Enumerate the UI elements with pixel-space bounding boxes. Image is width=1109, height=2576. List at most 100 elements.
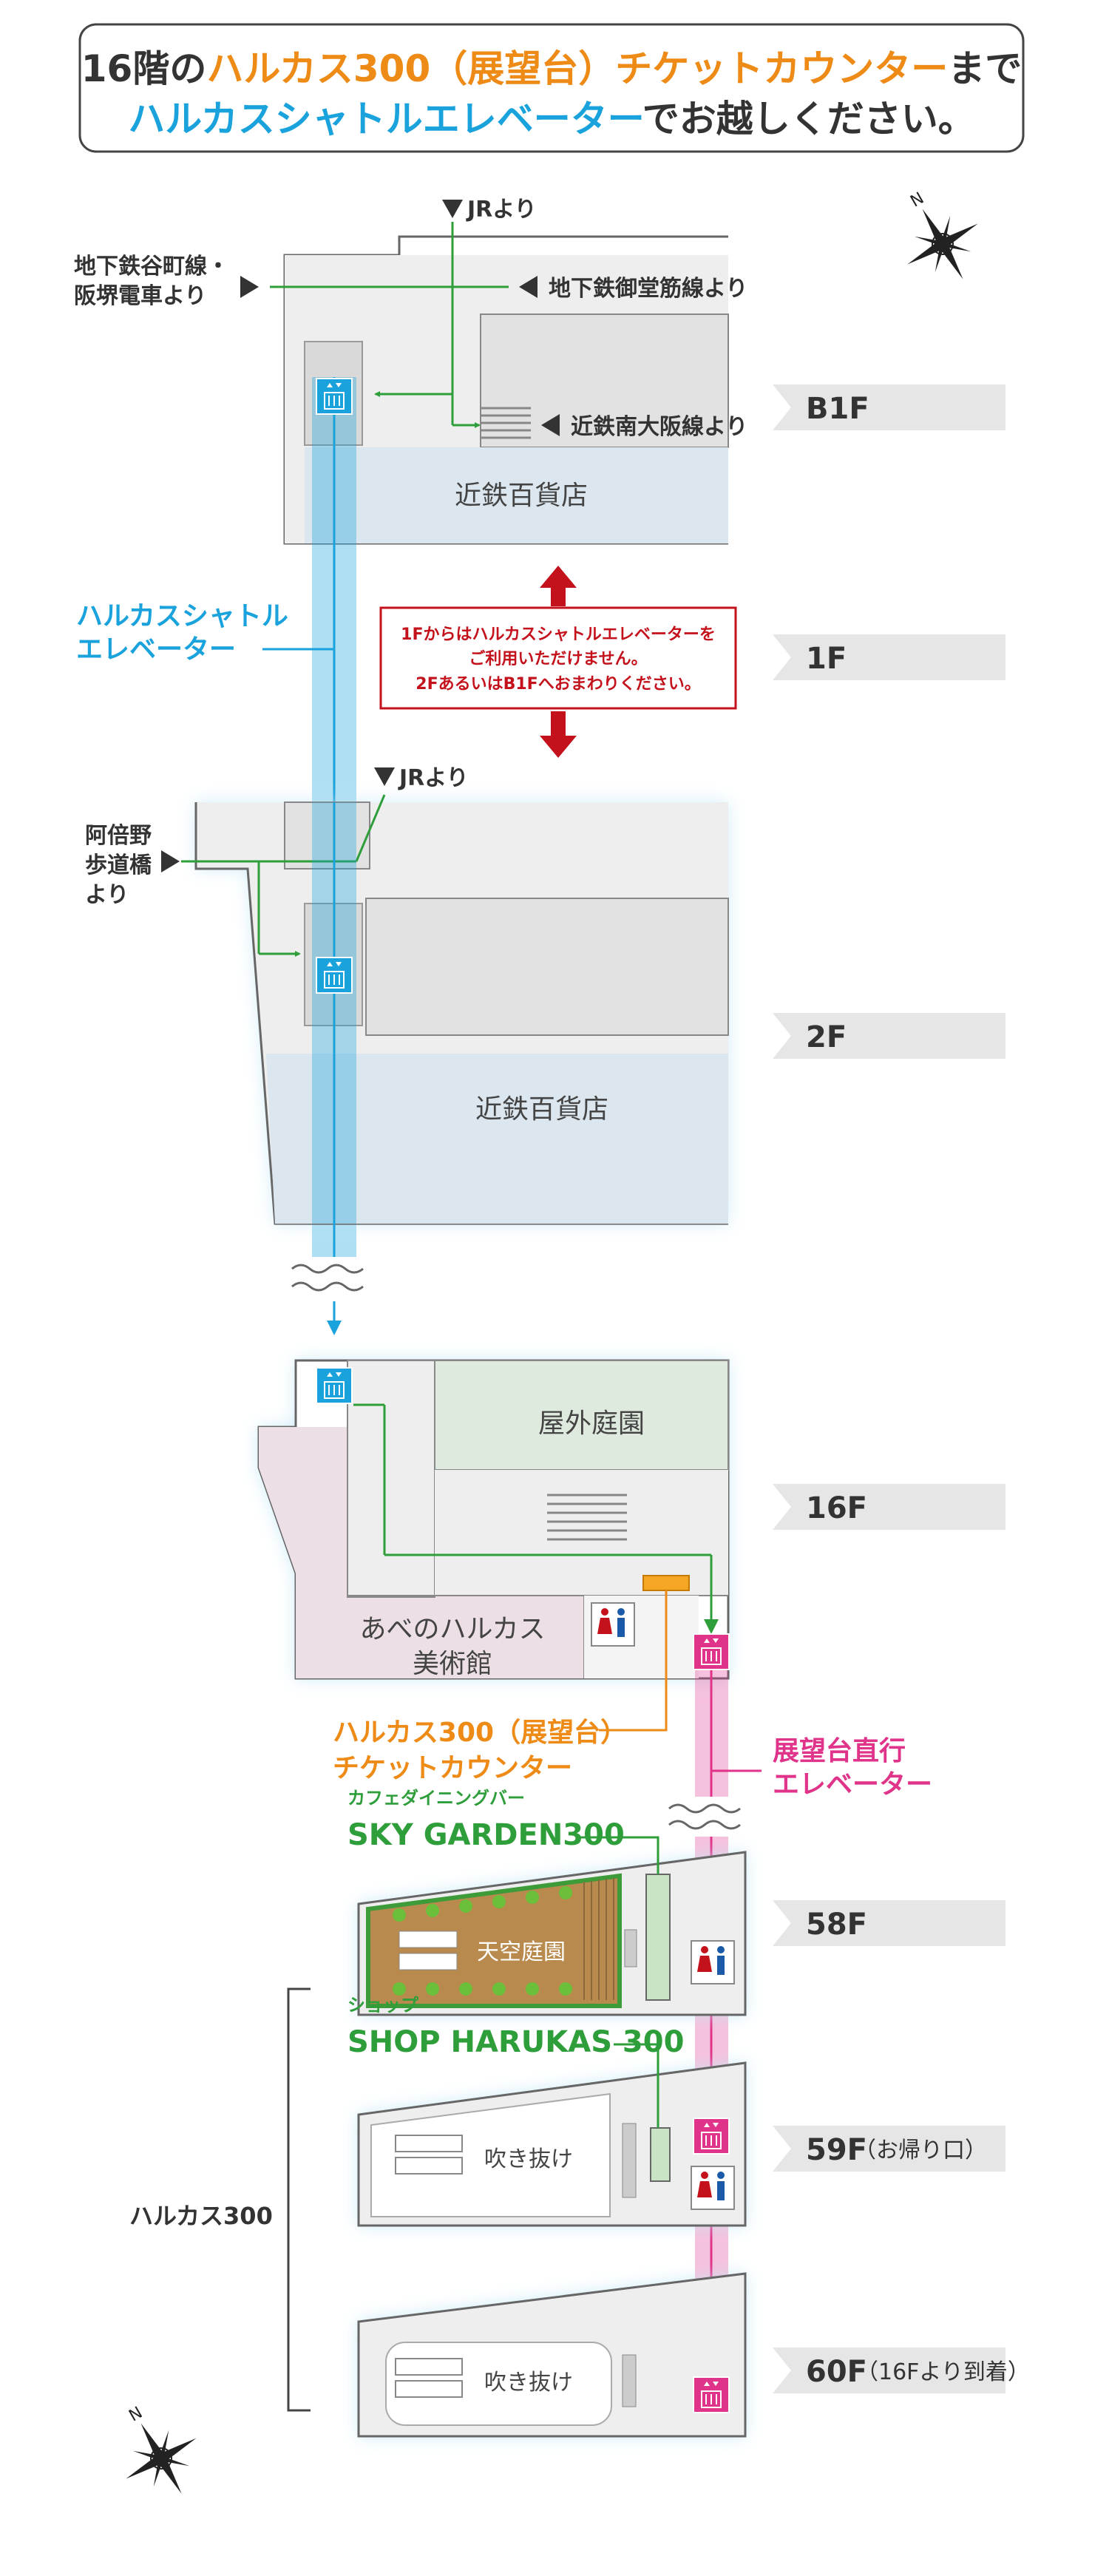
svg-text:（お帰り口）: （お帰り口） [854,2138,987,2163]
16f-stairs-icon [547,1494,627,1541]
58f-cafe-label: SKY GARDEN300 [347,1818,625,1852]
svg-text:B1F: B1F [806,392,869,426]
ticket-label-1: ハルカス300（展望台） [333,1718,627,1748]
16f-museum-label-2: 美術館 [413,1649,492,1679]
16f-museum-label-1: あべのハルカス [360,1614,546,1644]
59f-shop-small-label: ショップ [347,1995,419,2016]
floor-60f: 吹き抜け [357,2272,747,2438]
60f-void-label: 吹き抜け [484,2370,573,2396]
floor-58f: 天空庭園 [357,1851,747,2016]
floor-tab-b1f: B1F [773,384,1005,430]
58f-steps [583,1878,614,2000]
notice-line-1: 1Fからはハルカスシャトルエレベーターを [401,626,716,644]
floor-tab-1f: 1F [773,634,1005,680]
svg-text:（16Fより到着）: （16Fより到着） [856,2359,1030,2385]
2f-abeno-arrow-icon [161,850,180,872]
shuttle-arrow-icon [327,1321,342,1335]
16f-garden-label: 屋外庭園 [538,1409,645,1439]
2f-dept-label: 近鉄百貨店 [475,1094,608,1125]
16f-route [353,1403,713,1621]
svg-text:16F: 16F [806,1491,867,1525]
2f-routes [181,794,386,957]
header-line1-a: 16階の [81,47,207,90]
59f-restroom-icon [691,2166,735,2210]
notice-box [379,606,737,710]
header-line1-b: ハルカス300（展望台）チケットカウンター [206,47,948,90]
floor-59f: 吹き抜け [357,2061,747,2227]
header-line1: 16階のハルカス300（展望台）チケットカウンターまで [81,47,1022,90]
58f-cafe-small-label: カフェダイニングバー [347,1788,525,1809]
floor-tab-59f: 59F （お帰り口） [773,2126,1005,2172]
header-line2-a: ハルカスシャトルエレベーター [128,98,642,140]
b1f-midosuji-arrow-icon [519,276,537,298]
floor-16f: 屋外庭園 あべのハルカス 美術館 [257,1359,730,1680]
2f-abeno-label-2: 歩道橋 [85,853,152,878]
b1f-kintetsu-arrow-icon [541,414,560,436]
floor-tab-16f: 16F [773,1484,1005,1530]
header-box [78,23,1025,153]
b1f-dept-label: 近鉄百貨店 [455,481,588,511]
header-line2: ハルカスシャトルエレベーターでお越しください。 [128,98,975,140]
b1f-jr-label: JRより [466,197,537,223]
59f-void-label: 吹き抜け [484,2146,573,2172]
svg-text:59F: 59F [806,2133,867,2167]
svg-text:1F: 1F [806,642,847,676]
harukas300-label: ハルカス300 [129,2202,273,2230]
notice-up-arrow-icon [540,566,577,606]
b1f-tanimachi-label-1: 地下鉄谷町線・ [74,254,229,279]
floor-tab-58f: 58F [773,1900,1005,1946]
floor-tab-2f: 2F [773,1013,1005,1059]
b1f-midosuji-label: 地下鉄御堂筋線より [549,276,747,302]
2f-department-store [266,1054,728,1224]
58f-garden-label: 天空庭園 [477,1939,566,1965]
16f-restroom-icon [591,1602,635,1647]
2f-abeno-label-3: より [85,882,129,908]
16f-museum [259,1427,584,1678]
2f-jr-arrow-icon [374,767,395,786]
compass-north-label: N [126,2404,146,2426]
b1f-jr-arrow-icon [442,200,463,218]
notice-down-arrow-icon [540,711,577,758]
elevator-icon [316,378,353,415]
shuttle-label-1: ハルカスシャトル [76,601,288,631]
b1f-tanimachi-label-2: 阪堺電車より [74,283,206,309]
59f-shop [650,2127,671,2182]
compass-north-label: N [907,189,927,211]
header-line2-b: でお越しください。 [642,98,975,140]
elevator-icon [693,2118,730,2155]
elevator-icon [693,2376,730,2413]
floor-b1f: 近鉄百貨店 JRより 地下鉄谷町線・ 阪堺電車より 地下鉄御堂筋線より 近鉄南大… [74,197,747,545]
58f-restroom-icon [691,1940,735,1984]
elevator-icon [693,1633,730,1670]
compass-icon: N [126,2404,197,2494]
59f-void [370,2092,611,2217]
svg-text:58F: 58F [806,1908,867,1942]
notice-line-3: 2FあるいはB1Fへおまわりください。 [416,675,700,694]
elevator-icon [316,957,353,994]
floor-tab-60f: 60F （16Fより到着） [773,2348,1030,2393]
59f-shop-label: SHOP HARUKAS 300 [347,2025,684,2059]
16f-ticket-counter [642,1575,690,1591]
notice-1f: 1Fからはハルカスシャトルエレベーターを ご利用いただけません。 2FあるいはB… [379,566,737,758]
notice-line-2: ご利用いただけません。 [469,649,647,668]
harukas300-bracket [287,1987,311,2412]
shuttle-label-2: エレベーター [76,634,236,665]
16f-garden [434,1360,729,1471]
header-line1-c: まで [948,47,1022,90]
elevator-icon [316,1367,353,1404]
2f-abeno-label-1: 阿倍野 [85,823,152,849]
observatory-label-2: エレベーター [773,1769,932,1800]
compass-icon: N [907,189,978,279]
58f-trees [393,1886,572,1996]
b1f-routes [270,222,509,428]
58f-cafe [645,1874,671,2001]
svg-text:2F: 2F [806,1020,847,1054]
b1f-kintetsu-label: 近鉄南大阪線より [571,414,747,440]
b1f-stairs-icon [481,407,531,439]
observatory-label-1: 展望台直行 [773,1736,906,1766]
b1f-tanimachi-arrow-icon [240,276,259,298]
ticket-label-2: チケットカウンター [333,1753,572,1783]
floor-2f: 近鉄百貨店 JRより 阿倍野 歩道橋 より [85,765,729,1225]
svg-text:60F: 60F [806,2355,867,2389]
